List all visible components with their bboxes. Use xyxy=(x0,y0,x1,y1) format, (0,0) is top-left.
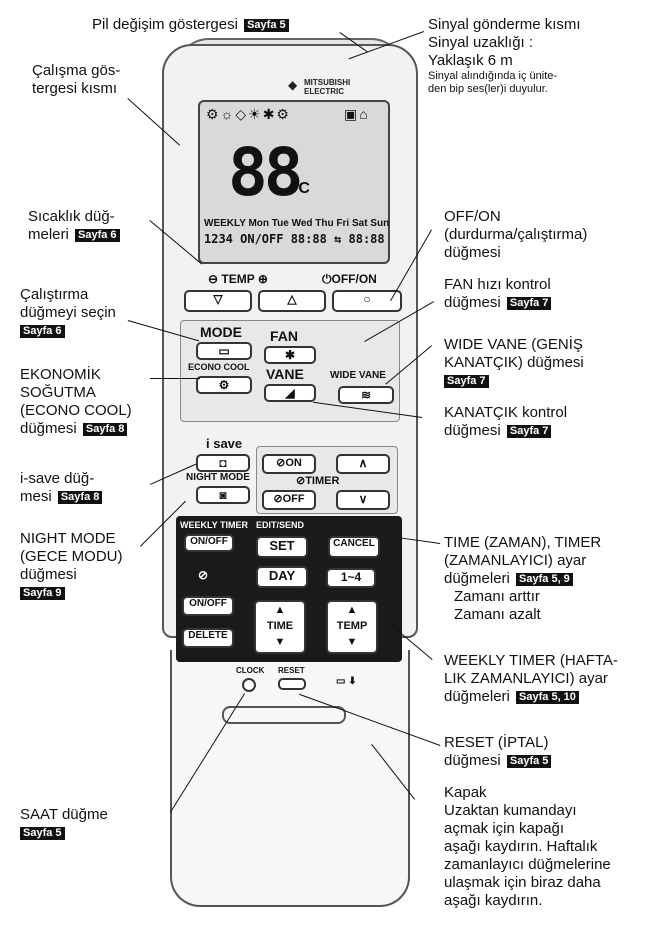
weekly-key-label: WEEKLY TIMER xyxy=(180,520,249,530)
isave-button[interactable]: ◘ xyxy=(196,454,250,472)
time-button[interactable]: ▲TIME▼ xyxy=(254,600,306,654)
weekly-onoff-button[interactable]: ON/OFF xyxy=(184,534,234,552)
signal-label: Sinyal gönderme kısmı Sinyal uzaklığı : … xyxy=(428,16,581,95)
cancel-button[interactable]: CANCEL xyxy=(328,536,380,558)
offon-key-label: ⏻OFF/ON xyxy=(322,272,377,286)
leader-line xyxy=(150,378,200,379)
cover-label: Kapak Uzaktan kumandayı açmak için kapağ… xyxy=(444,784,611,909)
mode-select-label: Çalıştırma düğmeyi seçin Sayfa 6 xyxy=(20,286,116,338)
display-temperature: 88 xyxy=(228,134,304,211)
temp-up-button[interactable]: △ xyxy=(258,290,326,312)
display-unit: °C xyxy=(292,180,310,197)
cover-slide-slot xyxy=(222,706,346,724)
clock-icon: ⊘ xyxy=(198,568,209,582)
reset-label: RESET (İPTAL) düğmesi Sayfa 5 xyxy=(444,734,552,770)
vane-control-label: KANATÇIK kontrol düğmesi Sayfa 7 xyxy=(444,404,568,439)
mode-icons: ⚙☼◇☀✱⚙ ▣⌂ xyxy=(206,106,370,122)
night-mode-label: NIGHT MODE (GECE MODU) düğmesi Sayfa 9 xyxy=(20,530,123,600)
isave-label: i-save düğ- mesi Sayfa 8 xyxy=(20,470,103,506)
reset-button[interactable] xyxy=(278,678,306,690)
vane-button[interactable]: ◢ xyxy=(264,384,316,402)
brand-line-2: ELECTRIC xyxy=(304,87,344,96)
day-range-button[interactable]: 1~4 xyxy=(326,568,376,588)
wide-vane-button[interactable]: ≋ xyxy=(338,386,394,404)
clock-key-label: CLOCK xyxy=(236,666,265,675)
timer-on-button[interactable]: ⊘ON xyxy=(262,454,316,474)
brand-logo: MITSUBISHI ELECTRIC xyxy=(304,78,350,96)
temp-key-label: ⊖ TEMP ⊕ xyxy=(208,272,268,286)
fan-button[interactable]: ✱ xyxy=(264,346,316,364)
brand-line-1: MITSUBISHI xyxy=(304,78,351,87)
time-timer-label: TIME (ZAMAN), TIMER (ZAMANLAYICI) ayar d… xyxy=(444,534,602,623)
delete-button[interactable]: DELETE xyxy=(182,628,234,648)
night-key-label: NIGHT MODE xyxy=(186,472,250,483)
display-time-line: 1234 ON/OFF 88:88 ⇆ 88:88 xyxy=(204,232,385,246)
vane-key-label: VANE xyxy=(266,366,304,382)
lcd-display xyxy=(198,100,390,264)
battery-indicator-label: Pil değişim göstergesi Sayfa 5 xyxy=(92,16,289,34)
offon-button[interactable]: ○ xyxy=(332,290,402,312)
time-down-button[interactable]: ∨ xyxy=(336,490,390,510)
mode-button[interactable]: ▭ xyxy=(196,342,252,360)
set-button[interactable]: SET xyxy=(256,536,308,558)
editsend-key-label: EDIT/SEND xyxy=(256,520,305,530)
fan-speed-label: FAN hızı kontrol düğmesi Sayfa 7 xyxy=(444,276,552,311)
econo-key-label: ECONO COOL xyxy=(188,362,250,372)
timer-key-label: ⊘TIMER xyxy=(296,475,340,487)
mode-key-label: MODE xyxy=(200,324,242,340)
fan-key-label: FAN xyxy=(270,328,298,344)
wide-vane-key-label: WIDE VANE xyxy=(330,370,386,381)
time-up-button[interactable]: ∧ xyxy=(336,454,390,474)
wide-vane-label: WIDE VANE (GENİŞ KANATÇIK) düğmesi Sayfa… xyxy=(444,336,584,388)
temp-weekly-button[interactable]: ▲TEMP▼ xyxy=(326,600,378,654)
temp-down-button[interactable]: ▽ xyxy=(184,290,252,312)
reset-key-label: RESET xyxy=(278,666,305,675)
weekly-timer-label: WEEKLY TIMER (HAFTA- LIK ZAMANLAYICI) ay… xyxy=(444,652,618,705)
econo-cool-button[interactable]: ⚙ xyxy=(196,376,252,394)
clock-button-label: SAAT düğme Sayfa 5 xyxy=(20,806,108,840)
display-days: WEEKLY Mon Tue Wed Thu Fri Sat Sun xyxy=(204,218,390,229)
mode-fan-panel xyxy=(180,320,400,422)
weekly-onoff-2-button[interactable]: ON/OFF xyxy=(182,596,234,616)
offon-label: OFF/ON (durdurma/çalıştırma) düğmesi xyxy=(444,208,588,261)
temperature-buttons-label: Sıcaklık düğ- meleri Sayfa 6 xyxy=(28,208,120,244)
remote-cover[interactable] xyxy=(170,650,410,907)
operation-display-label: Çalışma gös- tergesi kısmı xyxy=(32,62,121,97)
day-button[interactable]: DAY xyxy=(256,566,308,588)
clock-button[interactable] xyxy=(242,678,256,692)
battery-icon: ▭ ⬇ xyxy=(336,676,357,687)
isave-key-label: i save xyxy=(206,436,243,451)
timer-off-button[interactable]: ⊘OFF xyxy=(262,490,316,510)
night-mode-button[interactable]: ◙ xyxy=(196,486,250,504)
mitsubishi-logo-icon: ◆ xyxy=(288,78,298,92)
econo-cool-label: EKONOMİK SOĞUTMA (ECONO COOL) düğmesi Sa… xyxy=(20,366,132,437)
